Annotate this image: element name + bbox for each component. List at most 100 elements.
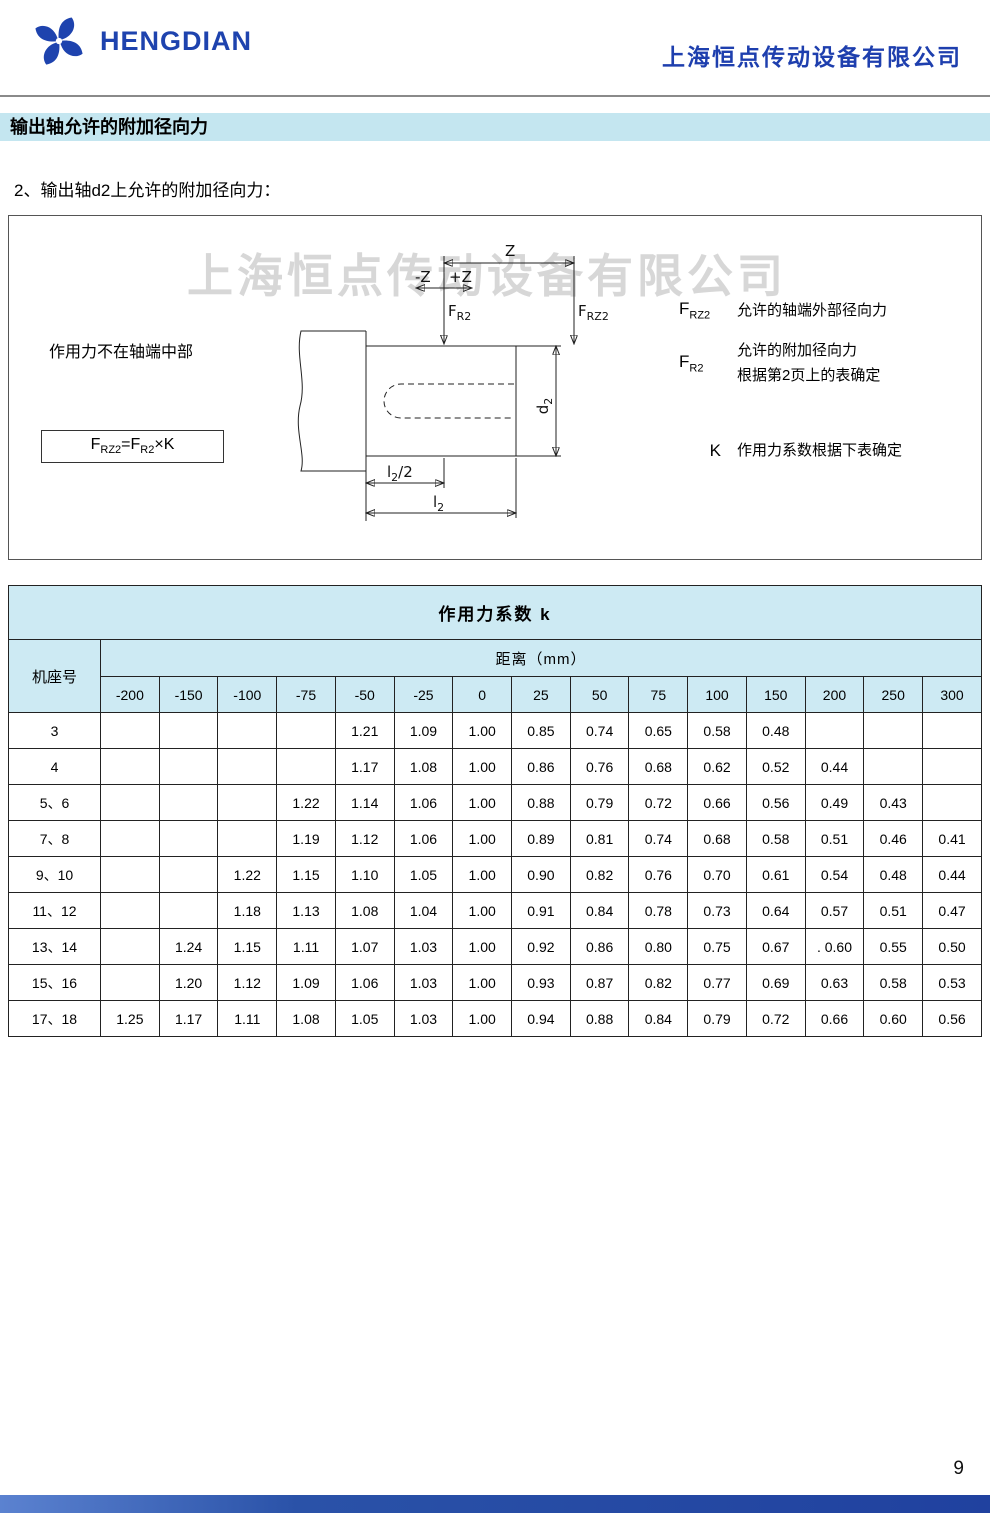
coefficient-cell: 1.05 [334, 1000, 395, 1037]
coefficient-cell: 1.18 [217, 892, 278, 929]
coefficient-cell: 0.74 [628, 820, 689, 857]
coefficient-cell: 1.21 [334, 712, 395, 749]
coefficient-cell: 0.52 [745, 748, 806, 785]
coefficient-cell: 1.12 [334, 820, 395, 857]
coefficient-cell: 1.00 [452, 712, 513, 749]
header-divider [0, 95, 990, 97]
coefficient-cell: 0.51 [804, 820, 865, 857]
shaft-drawing: Z FR2 FRZ2 -Z +Z d2 l2/2 l2 [297, 242, 609, 521]
svg-text:FR2: FR2 [448, 302, 471, 323]
bottom-bar [0, 1495, 990, 1513]
frame-number-cell: 5、6 [8, 784, 101, 821]
formula-text: FRZ2=FR2×K [90, 436, 175, 457]
distance-column-header: 0 [452, 676, 513, 713]
coefficient-cell: 0.68 [628, 748, 689, 785]
legend-symbol-frz2: FRZ2 [679, 299, 711, 322]
coefficient-cell [158, 748, 219, 785]
coefficient-cell: 0.84 [628, 1000, 689, 1037]
watermark: 上海恒点传动设备有限公司 [187, 250, 787, 302]
coefficient-cell: 0.46 [863, 820, 924, 857]
coefficient-cell: 1.00 [452, 820, 513, 857]
coefficient-cell: 0.92 [511, 928, 571, 965]
distance-column-header: 50 [569, 676, 630, 713]
coefficient-cell: 0.86 [511, 748, 571, 785]
coefficient-cell: 1.24 [158, 928, 219, 965]
coefficient-cell: 1.03 [393, 964, 454, 1001]
coefficient-cell: 0.49 [804, 784, 865, 821]
svg-text:l2: l2 [433, 493, 444, 514]
coefficient-cell: 0.85 [511, 712, 571, 749]
coefficient-cell: 0.57 [804, 892, 865, 929]
coefficient-cell: 0.41 [922, 820, 982, 857]
coefficient-cell: 0.68 [687, 820, 747, 857]
coefficient-cell: 1.05 [393, 856, 454, 893]
coefficient-cell: 1.03 [393, 928, 454, 965]
coefficient-cell: 1.00 [452, 892, 513, 929]
table-title-row: 作用力系数 k [8, 585, 982, 640]
coefficient-cell [100, 928, 160, 965]
coefficient-cell: 0.51 [863, 892, 924, 929]
legend-desc-frz2: 允许的轴端外部径向力 [737, 302, 888, 319]
coefficient-cell: 0.75 [687, 928, 747, 965]
coefficient-cell: 1.04 [393, 892, 454, 929]
coefficient-cell: 1.09 [393, 712, 454, 749]
svg-text:+Z: +Z [449, 268, 472, 286]
coefficient-cell [217, 712, 278, 749]
coefficient-cell: 0.91 [511, 892, 571, 929]
distance-column-header: -75 [276, 676, 336, 713]
distance-column-header: -100 [217, 676, 278, 713]
coefficient-cell: 0.84 [569, 892, 630, 929]
distance-column-header: 150 [745, 676, 806, 713]
legend-symbol-k: K [709, 440, 721, 460]
frame-number-cell: 9、10 [8, 856, 101, 893]
frame-number-cell: 13、14 [8, 928, 101, 965]
coefficient-cell [100, 892, 160, 929]
coefficient-cell: 0.79 [569, 784, 630, 821]
legend-item-frz2: FRZ2 允许的轴端外部径向力 [679, 298, 887, 323]
coefficient-cell: 0.79 [687, 1000, 747, 1037]
coefficient-cell [922, 748, 982, 785]
coefficient-cell: 0.58 [863, 964, 924, 1001]
coefficient-cell: 0.61 [745, 856, 806, 893]
coefficient-cell: 0.88 [569, 1000, 630, 1037]
page-number: 9 [953, 1458, 964, 1479]
coefficient-cell: 1.22 [217, 856, 278, 893]
coefficient-cell: 0.78 [628, 892, 689, 929]
coefficient-cell: 1.06 [393, 820, 454, 857]
coefficient-cell [158, 892, 219, 929]
coefficient-cell: 1.03 [393, 1000, 454, 1037]
coefficient-cell: 1.12 [217, 964, 278, 1001]
coefficient-cell: 0.58 [687, 712, 747, 749]
coefficient-cell [100, 820, 160, 857]
coefficient-cell: 0.80 [628, 928, 689, 965]
coefficient-cell: 0.47 [922, 892, 982, 929]
svg-text:l2/2: l2/2 [387, 463, 413, 484]
frame-number-header: 机座号 [8, 639, 101, 713]
coefficient-cell: 1.00 [452, 856, 513, 893]
coefficient-cell: 0.67 [745, 928, 806, 965]
distance-column-header: -200 [100, 676, 160, 713]
frame-number-cell: 3 [8, 712, 101, 749]
coefficient-cell: 0.82 [628, 964, 689, 1001]
distance-column-header: 200 [804, 676, 865, 713]
distance-group-header: 距离（mm） [100, 639, 982, 677]
coefficient-cell: 1.00 [452, 1000, 513, 1037]
diagram-note: 作用力不在轴端中部 [49, 344, 194, 361]
frame-number-cell: 17、18 [8, 1000, 101, 1037]
coefficient-cell: 0.62 [687, 748, 747, 785]
coefficient-cell: 0.58 [745, 820, 806, 857]
frame-number-cell: 7、8 [8, 820, 101, 857]
coefficient-cell: 1.00 [452, 748, 513, 785]
coefficient-cell: 0.90 [511, 856, 571, 893]
distance-column-header: 100 [687, 676, 747, 713]
coefficient-cell: 0.65 [628, 712, 689, 749]
table-title: 作用力系数 k [8, 585, 982, 640]
coefficient-cell: 0.50 [922, 928, 982, 965]
coefficient-cell: 0.43 [863, 784, 924, 821]
coefficient-cell: 0.44 [804, 748, 865, 785]
